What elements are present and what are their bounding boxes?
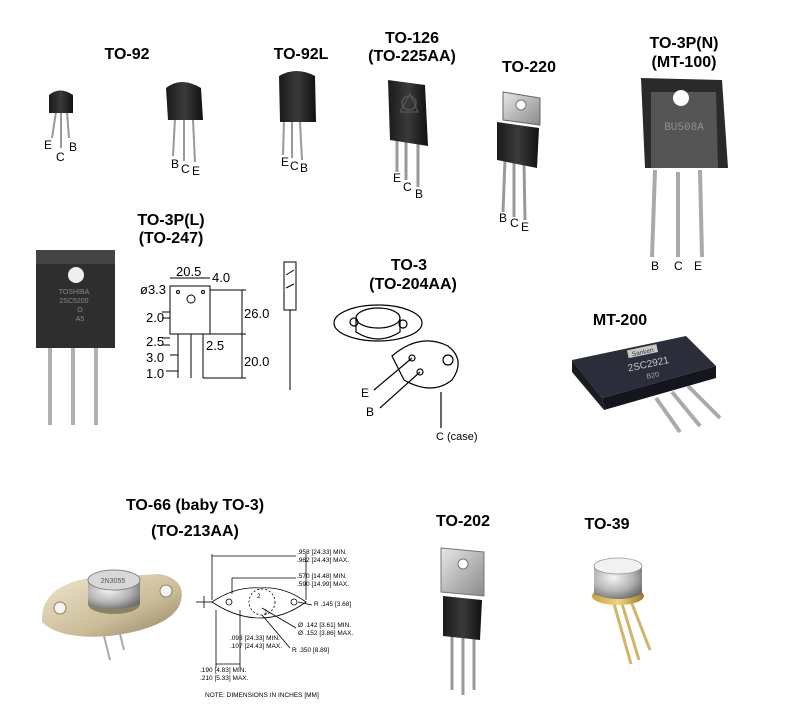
- to3-device: [333, 304, 459, 428]
- to3pn-pin-b: B: [651, 259, 660, 273]
- to3pl-dimension-labels: 20.5 4.0 ø3.3 2.0 26.0 2.5 2.5 3.0 20.0 …: [140, 264, 269, 381]
- to92-small-pin-c: C: [56, 150, 65, 164]
- label-to3: TO-3: [390, 257, 428, 274]
- to92l-pin-b: B: [300, 161, 309, 175]
- to3pl-marking-code: A5: [76, 316, 85, 323]
- to3pl-dim-20-0: 20.0: [244, 354, 269, 369]
- label-mt200: MT-200: [592, 312, 648, 329]
- to3pl-dim-20-5: 20.5: [176, 264, 201, 279]
- to3pn-marking: BU508A: [664, 122, 704, 134]
- to3pn-device: BU508A: [641, 78, 728, 258]
- to66-dimension-labels: .958 [24.33] MIN. .962 [24.43] MAX. .570…: [200, 549, 353, 699]
- to66-pin-1-label: 1: [264, 609, 268, 616]
- to66-height-max: .590 [14.99] MAX.: [297, 581, 349, 588]
- label-to92l: TO-92L: [273, 46, 329, 63]
- to3pl-dim-26-0: 26.0: [244, 306, 269, 321]
- label-to247: (TO-247): [138, 230, 204, 247]
- to3pl-marking-brand: TOSHIBA: [59, 289, 90, 296]
- label-to126: TO-126: [385, 30, 439, 47]
- to3pn-pin-c: C: [674, 259, 683, 273]
- to66-spacing-max: .210 [5.33] MAX.: [200, 675, 249, 682]
- to66-width-min: .958 [24.33] MIN.: [297, 549, 347, 556]
- label-to3pn: TO-3P(N): [649, 35, 719, 52]
- mt200-code: B20: [646, 371, 660, 380]
- to126-pin-b: B: [415, 187, 424, 201]
- to92-small-pin-b: B: [69, 140, 78, 154]
- to3pl-dimension-drawing: [162, 277, 246, 379]
- to220-pin-b: B: [499, 211, 508, 225]
- to3pl-marking-rank: O: [77, 307, 83, 314]
- to3-pin-c-case: C (case): [436, 431, 478, 443]
- to220-device: [497, 91, 541, 221]
- to3pl-marking-part: 2SC5200: [59, 298, 88, 305]
- to66-pin-max: .107 [24.43] MAX.: [230, 643, 282, 650]
- to92-large-pin-c: C: [181, 162, 190, 176]
- to220-pin-e: E: [521, 220, 530, 234]
- to66-hole-min: Ø .142 [3.61] MIN.: [298, 622, 351, 629]
- to220-pin-c: C: [510, 216, 519, 230]
- to39-device: [592, 557, 652, 665]
- to3-pin-e: E: [361, 386, 370, 400]
- to3pl-dim-2-5-left: 2.5: [146, 334, 164, 349]
- mt200-device: Sanken 2SC2921 B20: [572, 336, 722, 434]
- to3-pin-b: B: [366, 405, 375, 419]
- to66-hole-max: Ø .152 [3.86] MAX.: [298, 630, 353, 637]
- label-to39: TO-39: [584, 516, 630, 533]
- to3pl-dim-1-0: 1.0: [146, 366, 164, 381]
- to66-pin-2-label: 2: [257, 593, 261, 600]
- to92-large-pin-e: E: [192, 164, 201, 178]
- to66-note: NOTE: DIMENSIONS IN INCHES [MM]: [205, 692, 319, 699]
- to66-dimension-drawing: [196, 554, 313, 668]
- label-to220: TO-220: [502, 59, 556, 76]
- label-to202: TO-202: [436, 513, 490, 530]
- to92-large-device: [166, 82, 203, 163]
- to92-small-pin-e: E: [44, 138, 53, 152]
- label-mt100: (MT-100): [651, 54, 717, 71]
- to92-large-pin-b: B: [171, 157, 180, 171]
- to3pl-dim-4-0: 4.0: [212, 270, 230, 285]
- to3pl-dim-2-0: 2.0: [146, 310, 164, 325]
- to92l-device: [279, 71, 316, 161]
- label-to92: TO-92: [104, 46, 150, 63]
- label-to204aa: (TO-204AA): [369, 276, 457, 293]
- to66-radius-2: R .350 [8.89]: [292, 647, 329, 654]
- to66-radius-1: R .145 [3.68]: [314, 601, 351, 608]
- to66-pin-min: .093 [24.33] MIN.: [230, 635, 280, 642]
- label-to225aa: (TO-225AA): [368, 48, 456, 65]
- to3pl-dim-hole: ø3.3: [140, 282, 166, 297]
- label-to66: TO-66 (baby TO-3): [125, 497, 265, 514]
- to92l-pin-c: C: [290, 159, 299, 173]
- label-to213aa: (TO-213AA): [151, 523, 239, 540]
- to92l-pin-e: E: [281, 155, 290, 169]
- to66-height-min: .570 [14.48] MIN.: [297, 573, 347, 580]
- to126-device: [388, 80, 428, 187]
- to3pn-pin-e: E: [694, 259, 703, 273]
- to3pl-dim-3-0: 3.0: [146, 350, 164, 365]
- to3pl-device: TOSHIBA 2SC5200 O A5: [36, 250, 115, 425]
- label-to3pl: TO-3P(L): [137, 212, 205, 229]
- to66-width-max: .962 [24.43] MAX.: [297, 557, 349, 564]
- to92-small-device: [49, 90, 73, 148]
- to66-marking: 2N3055: [101, 578, 126, 585]
- mt200-brand: Sanken: [631, 347, 654, 359]
- to66-spacing-min: .190 [4.83] MIN.: [200, 667, 246, 674]
- to126-pin-c: C: [403, 180, 412, 194]
- to3pl-dim-2-5-right: 2.5: [206, 338, 224, 353]
- to126-pin-e: E: [393, 171, 402, 185]
- to66-device: 2N3055: [41, 569, 182, 661]
- to3pl-side-view: [283, 261, 297, 390]
- to202-device: [440, 547, 485, 695]
